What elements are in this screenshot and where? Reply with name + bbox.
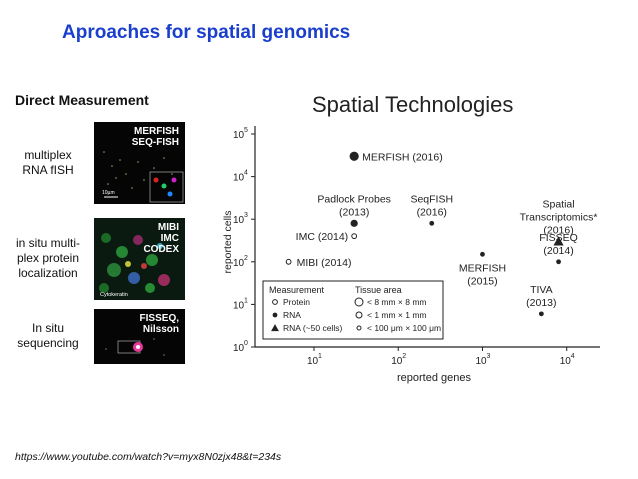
legend-tissue-item: < 100 μm × 100 μm bbox=[367, 323, 441, 333]
fisseq-image: FISSEQ, Nilsson bbox=[94, 309, 185, 364]
y-axis-label: reported cells bbox=[222, 210, 234, 273]
legend-tissue-title: Tissue area bbox=[355, 285, 402, 295]
x-tick-exponent: 4 bbox=[571, 353, 575, 360]
y-tick-exponent: 0 bbox=[244, 340, 248, 347]
tissue-stain-icon: Cytokeratin bbox=[99, 233, 170, 298]
legend-measurement-item: Protein bbox=[283, 297, 310, 307]
y-tick-exponent: 2 bbox=[244, 255, 248, 262]
point-label: SeqFISH(2016) bbox=[410, 193, 453, 218]
point-label: TIVA(2013) bbox=[526, 284, 556, 309]
x-tick-exponent: 2 bbox=[402, 353, 406, 360]
y-tick-label: 10 bbox=[233, 258, 245, 269]
y-tick-exponent: 3 bbox=[244, 212, 248, 219]
section-heading: Direct Measurement bbox=[15, 92, 149, 108]
point-label: MERFISH (2016) bbox=[362, 151, 443, 163]
data-point bbox=[538, 311, 544, 317]
legend-measurement-item: RNA bbox=[283, 310, 301, 320]
method-label-protein: in situ multi- plex protein localization bbox=[15, 236, 80, 280]
data-point bbox=[553, 236, 564, 246]
data-point bbox=[349, 151, 359, 161]
fisseq-image-label: FISSEQ, Nilsson bbox=[139, 313, 179, 335]
point-label: MIBI (2014) bbox=[297, 257, 352, 269]
data-point bbox=[350, 219, 358, 227]
legend-tissue-marker bbox=[356, 325, 362, 331]
legend-tissue-item: < 1 mm × 1 mm bbox=[367, 310, 427, 320]
slide-title: Aproaches for spatial genomics bbox=[62, 22, 351, 43]
legend-measurement-marker bbox=[272, 312, 278, 318]
sequencing-spots-icon bbox=[105, 338, 165, 356]
mibi-image: Cytokeratin MIBI IMC CODEX bbox=[94, 218, 185, 300]
x-axis-label: reported genes bbox=[397, 372, 471, 384]
y-tick-exponent: 5 bbox=[244, 127, 248, 134]
stain-caption: Cytokeratin bbox=[100, 292, 128, 298]
chart-axes bbox=[254, 126, 600, 348]
legend-measurement-item: RNA (~50 cells) bbox=[283, 323, 342, 333]
x-tick-label: 10 bbox=[307, 356, 319, 367]
y-tick-label: 10 bbox=[233, 300, 245, 311]
y-tick-label: 10 bbox=[233, 343, 245, 354]
legend-tissue-marker bbox=[354, 297, 364, 307]
data-point bbox=[285, 258, 292, 265]
data-point bbox=[351, 233, 358, 240]
data-point bbox=[429, 220, 435, 226]
legend-measurement-title: Measurement bbox=[269, 285, 325, 295]
legend-tissue-item: < 8 mm × 8 mm bbox=[367, 297, 427, 307]
x-tick-label: 10 bbox=[475, 356, 487, 367]
y-tick-label: 10 bbox=[233, 173, 245, 184]
y-tick-exponent: 4 bbox=[244, 170, 248, 177]
y-tick-label: 10 bbox=[233, 215, 245, 226]
x-tick-exponent: 3 bbox=[486, 353, 490, 360]
method-label-rna-fish: multiplex RNA fISH bbox=[22, 148, 74, 177]
scale-bar-label: 10µm bbox=[102, 190, 115, 196]
x-tick-label: 10 bbox=[560, 356, 572, 367]
point-label: Padlock Probes(2013) bbox=[317, 193, 391, 218]
source-url[interactable]: https://www.youtube.com/watch?v=myx8N0zj… bbox=[15, 451, 282, 463]
legend-measurement-marker bbox=[272, 299, 278, 305]
merfish-image-label: MERFISH SEQ-FISH bbox=[131, 126, 179, 148]
chart-title: Spatial Technologies bbox=[312, 92, 513, 117]
merfish-dots-icon: 10µm bbox=[102, 151, 184, 203]
legend-box bbox=[262, 280, 444, 340]
legend-tissue-marker bbox=[355, 311, 363, 319]
x-tick-exponent: 1 bbox=[318, 353, 322, 360]
method-label-sequencing: In situ sequencing bbox=[17, 321, 79, 350]
data-point bbox=[480, 251, 485, 257]
data-point bbox=[556, 259, 561, 265]
x-tick-label: 10 bbox=[391, 356, 403, 367]
merfish-image: MERFISH SEQ-FISH 10µm bbox=[94, 122, 185, 204]
point-label: FISSEQ(2014) bbox=[539, 232, 578, 257]
y-tick-label: 10 bbox=[233, 130, 245, 141]
point-label: MERFISH(2015) bbox=[459, 262, 506, 287]
legend-measurement-marker bbox=[271, 324, 279, 332]
point-label: IMC (2014) bbox=[296, 231, 349, 243]
mibi-image-label: MIBI IMC CODEX bbox=[143, 222, 179, 255]
y-tick-exponent: 1 bbox=[244, 297, 248, 304]
